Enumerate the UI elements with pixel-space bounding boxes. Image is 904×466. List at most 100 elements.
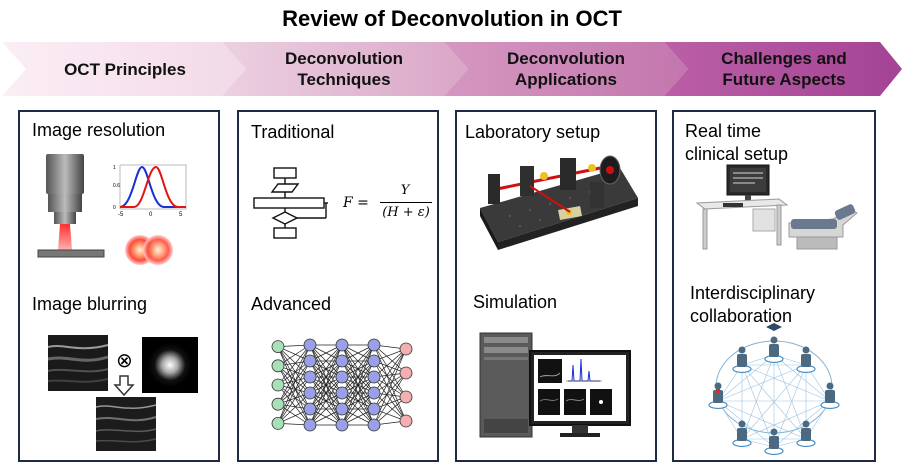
psf-ytick-1: 1 <box>113 165 116 171</box>
label-traditional: Traditional <box>251 122 335 142</box>
nn-node <box>271 359 285 373</box>
computer-simulation-icon <box>479 332 631 438</box>
nn-node <box>335 338 349 352</box>
person-icon <box>764 336 784 364</box>
person-icon <box>796 346 816 374</box>
nn-edge <box>277 376 311 405</box>
optical-bench-icon <box>480 155 638 250</box>
nn-node <box>303 354 317 368</box>
person-icon <box>732 420 752 448</box>
nn-node <box>303 338 317 352</box>
diagram-title: Review of Deconvolution in OCT <box>282 6 622 31</box>
psf-tick-mid: 0 <box>149 212 153 218</box>
graduation-cap-icon <box>766 323 782 331</box>
nn-edge <box>277 384 311 410</box>
stage-label-applications: Deconvolution Applications <box>506 49 626 89</box>
network-link <box>773 400 831 448</box>
convolution-operator-icon: ⊗ <box>116 348 133 372</box>
nn-edge <box>309 360 343 426</box>
nn-node <box>303 418 317 432</box>
stage-label-challenges: Challenges and Future Aspects <box>721 49 847 89</box>
chevron-1 <box>2 42 246 96</box>
objective-lens-icon <box>37 154 105 258</box>
stage-label-principles: OCT Principles <box>64 59 186 79</box>
nn-node <box>367 418 381 432</box>
nn-node <box>271 417 285 430</box>
network-link <box>741 364 807 440</box>
nn-edge <box>341 376 375 426</box>
nn-edge <box>341 344 375 410</box>
nn-node <box>367 338 381 352</box>
nn-edge <box>277 376 311 424</box>
formula-numerator: Y <box>400 183 410 198</box>
nn-node <box>399 414 413 428</box>
psf-ytick-3: 0 <box>113 205 116 211</box>
nn-node <box>367 354 381 368</box>
label-laboratory-setup: Laboratory setup <box>465 122 601 142</box>
collaboration-network-icon <box>708 323 840 456</box>
nn-edge <box>373 348 407 394</box>
network-link <box>773 354 831 402</box>
nn-edge <box>373 348 407 410</box>
nn-edge <box>373 348 407 378</box>
nn-node <box>367 402 381 416</box>
nn-edge <box>309 344 343 410</box>
nn-node <box>335 354 349 368</box>
nn-edge <box>309 392 343 426</box>
label-image-blurring: Image blurring <box>32 294 148 314</box>
nn-edge <box>341 392 375 426</box>
nn-node <box>271 378 285 392</box>
chevron-3 <box>444 42 688 96</box>
nn-edge <box>341 360 375 426</box>
nn-edge <box>277 344 311 405</box>
nn-node <box>335 386 349 400</box>
person-icon <box>708 382 728 410</box>
nn-node <box>367 386 381 400</box>
nn-edge <box>277 365 311 426</box>
person-icon <box>796 420 816 448</box>
clinical-setup-icon <box>695 164 858 250</box>
nn-node <box>335 370 349 384</box>
network-link <box>717 400 807 440</box>
label-interdisciplinary: Interdisciplinary collaboration <box>690 283 816 326</box>
psf-tick-left: -5 <box>118 212 124 218</box>
chevron-4 <box>664 42 902 96</box>
nn-node <box>335 418 349 432</box>
label-simulation: Simulation <box>473 292 558 312</box>
nn-edge <box>341 344 375 378</box>
network-link <box>741 364 775 448</box>
nn-edge <box>373 396 407 426</box>
result-oct-image <box>95 397 157 451</box>
nn-node <box>303 386 317 400</box>
network-link <box>741 364 831 402</box>
nn-edge <box>277 346 311 410</box>
nn-edge <box>277 344 311 386</box>
nn-edge <box>373 372 407 410</box>
nn-node <box>303 370 317 384</box>
nn-edge <box>277 365 311 394</box>
nn-edge <box>277 360 311 424</box>
nn-edge <box>277 360 311 405</box>
nn-edge <box>341 344 375 394</box>
person-icon <box>820 382 840 410</box>
label-image-resolution: Image resolution <box>32 120 166 140</box>
psf-ytick-2: 0.6 <box>113 183 120 189</box>
nn-node <box>367 370 381 384</box>
formula-denominator: (H + ε) <box>382 205 430 220</box>
label-advanced: Advanced <box>251 294 332 314</box>
chevron-2 <box>222 42 468 96</box>
nn-node <box>271 340 285 354</box>
chevron-banner <box>2 42 902 96</box>
network-link <box>717 354 775 402</box>
arrow-down-icon <box>113 375 135 397</box>
network-link <box>773 364 807 448</box>
neural-network-icon <box>271 338 413 432</box>
nn-edge <box>309 376 343 426</box>
nn-edge <box>373 344 407 374</box>
nn-edge <box>277 360 311 386</box>
person-icon <box>764 428 784 456</box>
flowchart-icon <box>253 167 328 239</box>
nn-edge <box>277 384 311 426</box>
nn-edge <box>309 344 343 394</box>
label-real-time-clinical: Real time clinical setup <box>685 121 789 164</box>
